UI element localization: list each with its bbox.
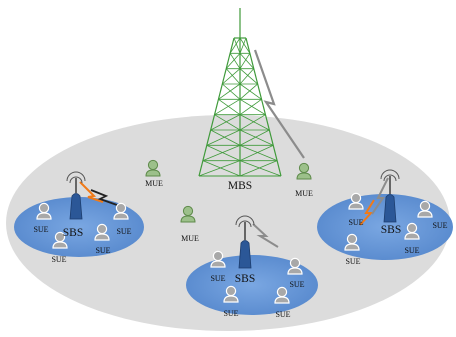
sue-label: SUE (432, 221, 447, 230)
tower-brace (239, 114, 270, 131)
tower-brace (229, 37, 241, 54)
tower-brace (239, 99, 262, 115)
tower-brace (239, 114, 266, 131)
tower-brace (225, 53, 241, 69)
tower-brace (214, 98, 241, 116)
sbs-sue-link-right (371, 177, 389, 215)
tower-brace (239, 53, 251, 69)
tower-brace (239, 83, 262, 100)
interference-link-right (359, 199, 375, 226)
interference-link-left (79, 181, 104, 203)
tower-brace (229, 53, 241, 69)
tower-brace (222, 68, 241, 85)
tower-brace (222, 83, 241, 100)
sbs-label-bottom: SBS (235, 273, 255, 285)
tower-brace (202, 144, 241, 162)
tower-brace (239, 53, 255, 69)
sbs-antenna-right (380, 169, 400, 223)
tower-brace (210, 129, 241, 146)
tower-brace (239, 144, 274, 162)
mue-label: MUE (145, 179, 163, 188)
tower-lattice-bracing (198, 37, 282, 177)
sue-label: SUE (210, 274, 225, 283)
tower-brace (239, 144, 278, 162)
sbs-label-left: SBS (63, 227, 83, 239)
sue-label: SUE (51, 255, 66, 264)
sue-label: SUE (404, 246, 419, 255)
tower-brace (239, 68, 255, 85)
tower-brace (239, 160, 278, 177)
tower-brace (239, 37, 247, 54)
tower-brace (206, 129, 241, 146)
mbs-mue-link (253, 49, 305, 159)
tower-brace (239, 129, 270, 146)
tower-brace (239, 98, 266, 116)
tower-brace (239, 68, 258, 85)
tower-brace (239, 37, 251, 54)
tower-brace (233, 37, 241, 54)
mbs-label: MBS (228, 180, 252, 192)
sue-label: SUE (348, 218, 363, 227)
tower-brace (239, 160, 282, 177)
sue-label: SUE (289, 280, 304, 289)
tower-brace (206, 144, 241, 162)
sue-label: SUE (345, 257, 360, 266)
tower-brace (198, 160, 241, 177)
tower-brace (218, 99, 241, 115)
sbs-antenna-bottom (235, 215, 255, 269)
sbs-label-right: SBS (381, 224, 401, 236)
tower-brace (225, 68, 241, 85)
tower-brace (218, 83, 241, 100)
tower-brace (214, 114, 241, 131)
macro-base-station-tower (198, 8, 282, 177)
tower-brace (239, 83, 258, 100)
mue-label: MUE (295, 189, 313, 198)
sue-label: SUE (223, 309, 238, 318)
sue-label: SUE (116, 227, 131, 236)
sue-label: SUE (95, 246, 110, 255)
sue-label: SUE (33, 225, 48, 234)
sbs-sue-link-bottom (252, 223, 279, 248)
macro-coverage-area (6, 115, 450, 331)
sbs-sue-link-left (90, 189, 118, 206)
sbs-antenna-left (66, 171, 86, 220)
tower-brace (210, 114, 241, 131)
tower-brace (202, 160, 241, 177)
sue-label: SUE (275, 310, 290, 319)
tower-brace (239, 129, 274, 146)
mue-label: MUE (181, 234, 199, 243)
